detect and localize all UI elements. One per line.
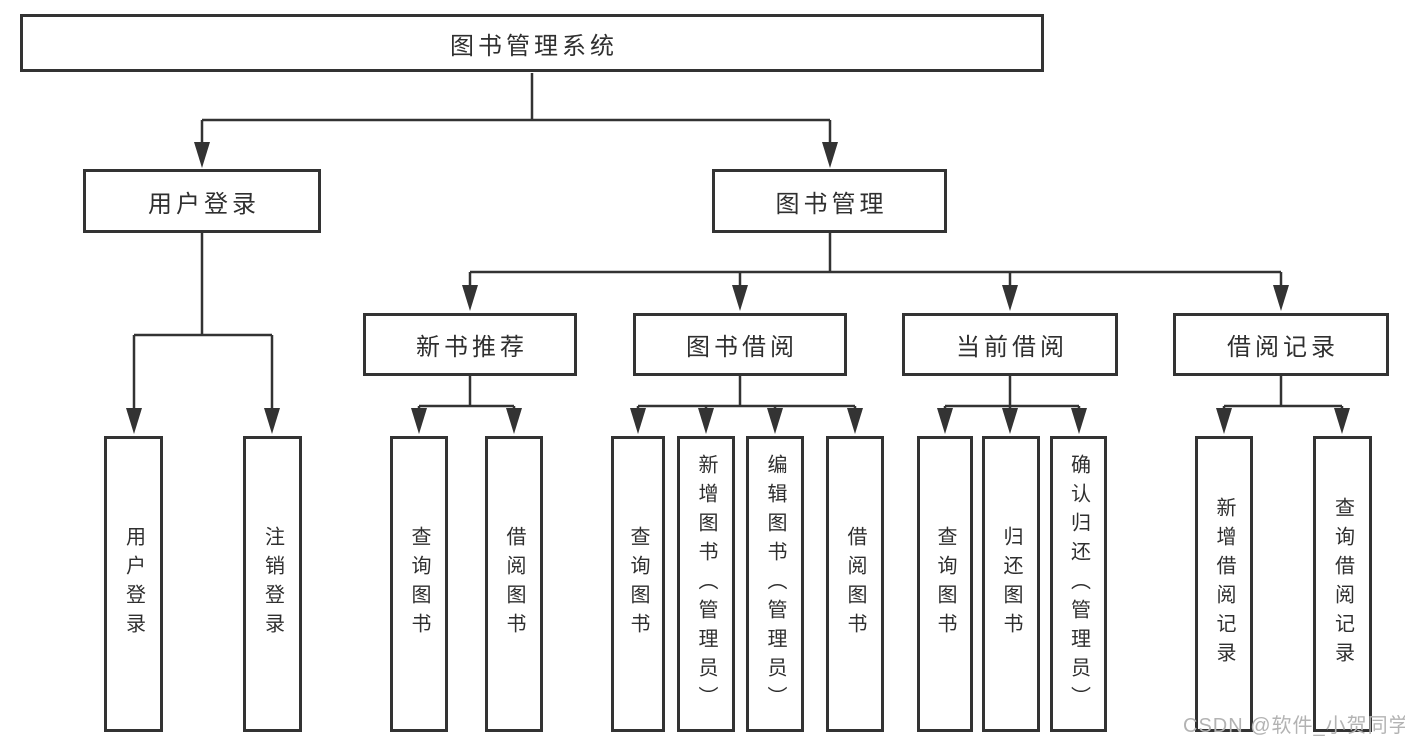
leaf-edit-book-admin-label: 编辑图书（管理员） (764, 453, 786, 715)
leaf-borrowing-query-book: 查询图书 (611, 436, 665, 732)
leaf-borrowing-query-book-label: 查询图书 (627, 526, 649, 642)
leaf-current-query-book-label: 查询图书 (934, 526, 956, 642)
node-current-borrowing: 当前借阅 (902, 313, 1118, 376)
leaf-recommend-borrow-book-label: 借阅图书 (503, 526, 525, 642)
node-book-management-label: 图书管理 (775, 190, 888, 218)
node-book-borrowing-label: 图书借阅 (686, 334, 798, 361)
node-borrowing-records-label: 借阅记录 (1227, 334, 1339, 361)
node-user-login-label: 用户登录 (148, 190, 260, 218)
leaf-confirm-return-admin: 确认归还（管理员） (1050, 436, 1107, 732)
node-book-borrowing: 图书借阅 (633, 313, 847, 376)
leaf-return-book-label: 归还图书 (1000, 526, 1022, 642)
leaf-borrowing-borrow-book-label: 借阅图书 (844, 526, 866, 642)
node-library-management-system: 图书管理系统 (20, 14, 1044, 72)
leaf-edit-book-admin: 编辑图书（管理员） (746, 436, 804, 732)
leaf-recommend-query-book-label: 查询图书 (408, 526, 430, 642)
leaf-user-login: 用户登录 (104, 436, 163, 732)
leaf-query-borrow-record: 查询借阅记录 (1313, 436, 1372, 732)
node-new-book-recommend-label: 新书推荐 (416, 334, 528, 361)
leaf-current-query-book: 查询图书 (917, 436, 973, 732)
node-current-borrowing-label: 当前借阅 (956, 334, 1068, 361)
leaf-recommend-borrow-book: 借阅图书 (485, 436, 543, 732)
leaf-add-borrow-record: 新增借阅记录 (1195, 436, 1253, 732)
leaf-add-book-admin-label: 新增图书（管理员） (695, 453, 717, 715)
node-user-login: 用户登录 (83, 169, 321, 233)
leaf-confirm-return-admin-label: 确认归还（管理员） (1067, 453, 1090, 715)
leaf-query-borrow-record-label: 查询借阅记录 (1331, 497, 1354, 671)
leaf-logout: 注销登录 (243, 436, 302, 732)
leaf-add-book-admin: 新增图书（管理员） (677, 436, 735, 732)
watermark: CSDN @软件_小贺同学 (1183, 715, 1405, 737)
leaf-user-login-label: 用户登录 (122, 526, 145, 642)
leaf-logout-label: 注销登录 (261, 526, 284, 642)
node-library-management-system-label: 图书管理系统 (450, 32, 618, 60)
leaf-borrowing-borrow-book: 借阅图书 (826, 436, 884, 732)
leaf-return-book: 归还图书 (982, 436, 1040, 732)
node-borrowing-records: 借阅记录 (1173, 313, 1389, 376)
node-new-book-recommend: 新书推荐 (363, 313, 577, 376)
node-book-management: 图书管理 (712, 169, 947, 233)
leaf-add-borrow-record-label: 新增借阅记录 (1213, 497, 1235, 671)
leaf-recommend-query-book: 查询图书 (390, 436, 448, 732)
